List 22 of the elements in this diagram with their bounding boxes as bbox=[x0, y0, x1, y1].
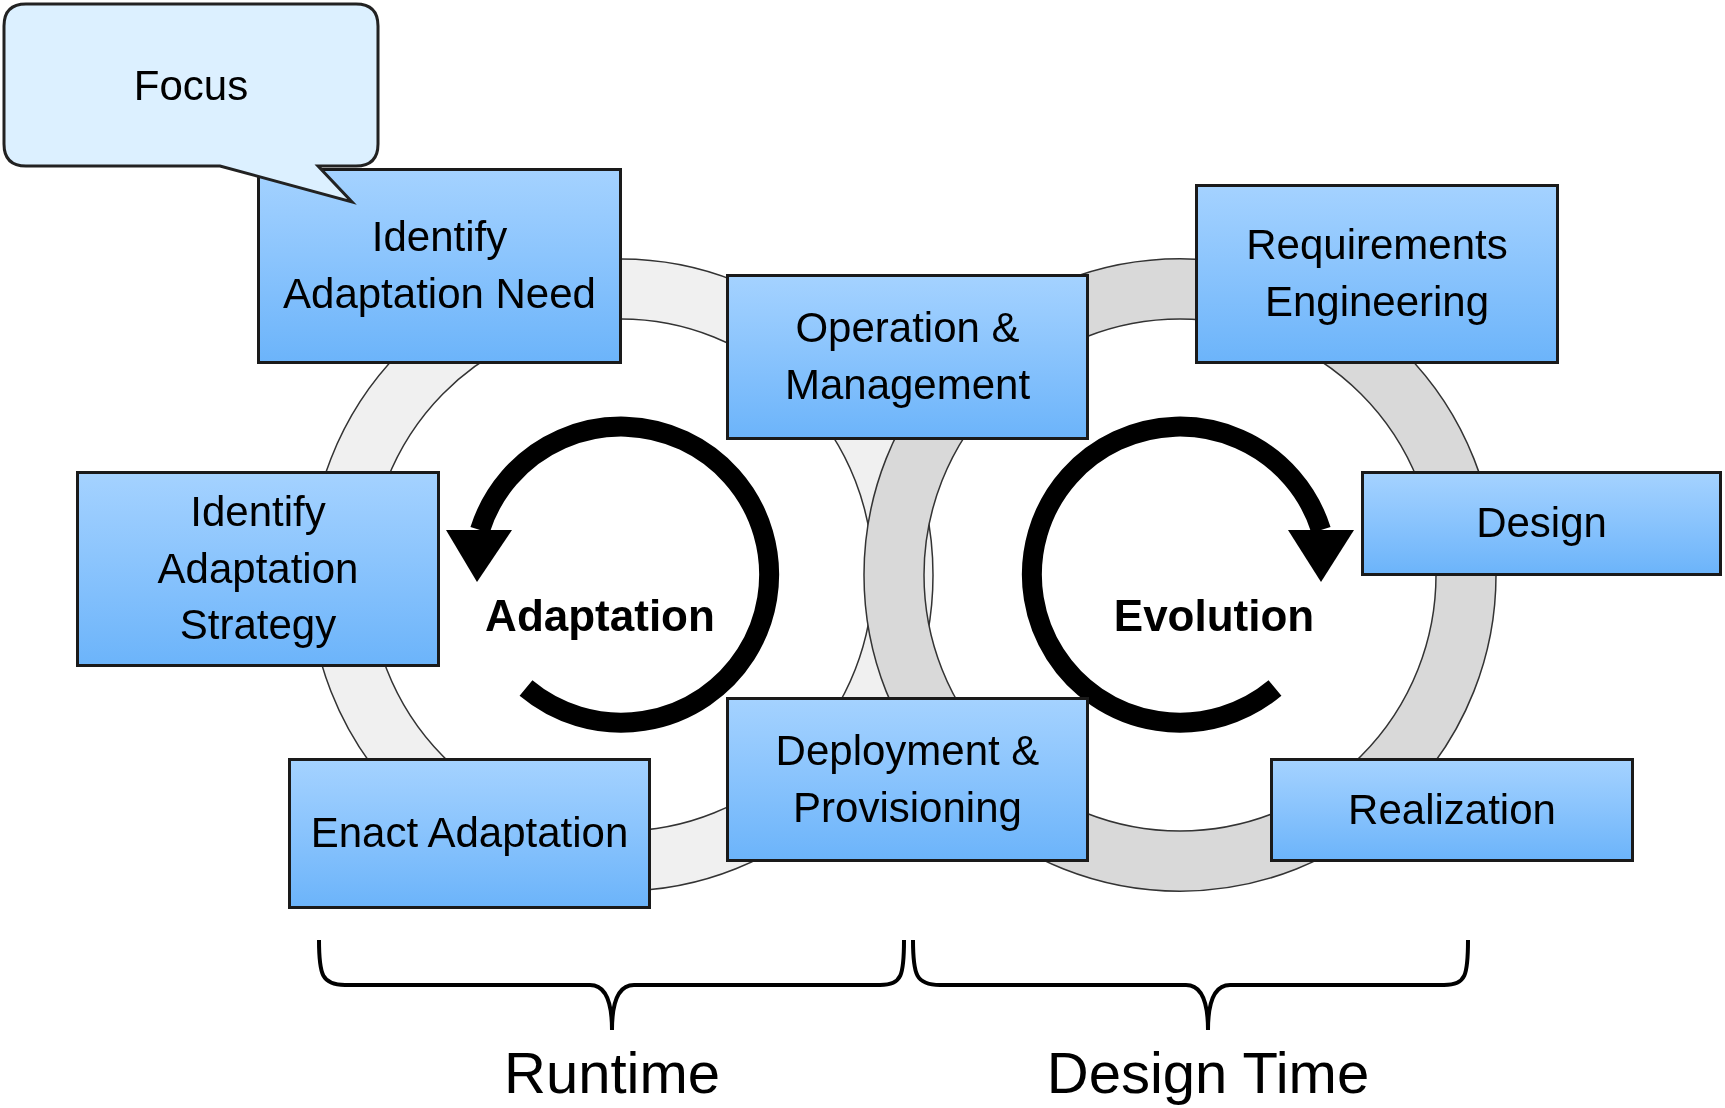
box-text: Realization bbox=[1348, 784, 1556, 835]
box-text: Enact Adaptation bbox=[310, 808, 629, 859]
box-text: Design bbox=[1476, 498, 1607, 549]
box-text: Operation & Management bbox=[783, 303, 1032, 410]
speech-bubble bbox=[2, 2, 382, 208]
phase-label: Design Time bbox=[1046, 1038, 1370, 1107]
process-box bbox=[726, 274, 1089, 440]
process-box bbox=[76, 471, 440, 667]
box-text: Identify Adaptation Strategy bbox=[156, 486, 360, 651]
process-box bbox=[288, 758, 651, 909]
process-box bbox=[726, 697, 1089, 862]
box-text: Requirements Engineering bbox=[1245, 220, 1509, 327]
phase-label: Runtime bbox=[504, 1038, 720, 1107]
box-text: Deployment & Provisioning bbox=[774, 725, 1041, 833]
process-box bbox=[1270, 758, 1634, 862]
process-box bbox=[257, 168, 622, 364]
process-box bbox=[1195, 184, 1559, 364]
cycle-label: Evolution bbox=[1113, 590, 1315, 642]
process-box bbox=[1361, 471, 1722, 576]
box-text: Identify Adaptation Need bbox=[282, 212, 597, 319]
callout-text: Focus bbox=[133, 60, 249, 111]
cycle-label: Adaptation bbox=[485, 590, 715, 642]
